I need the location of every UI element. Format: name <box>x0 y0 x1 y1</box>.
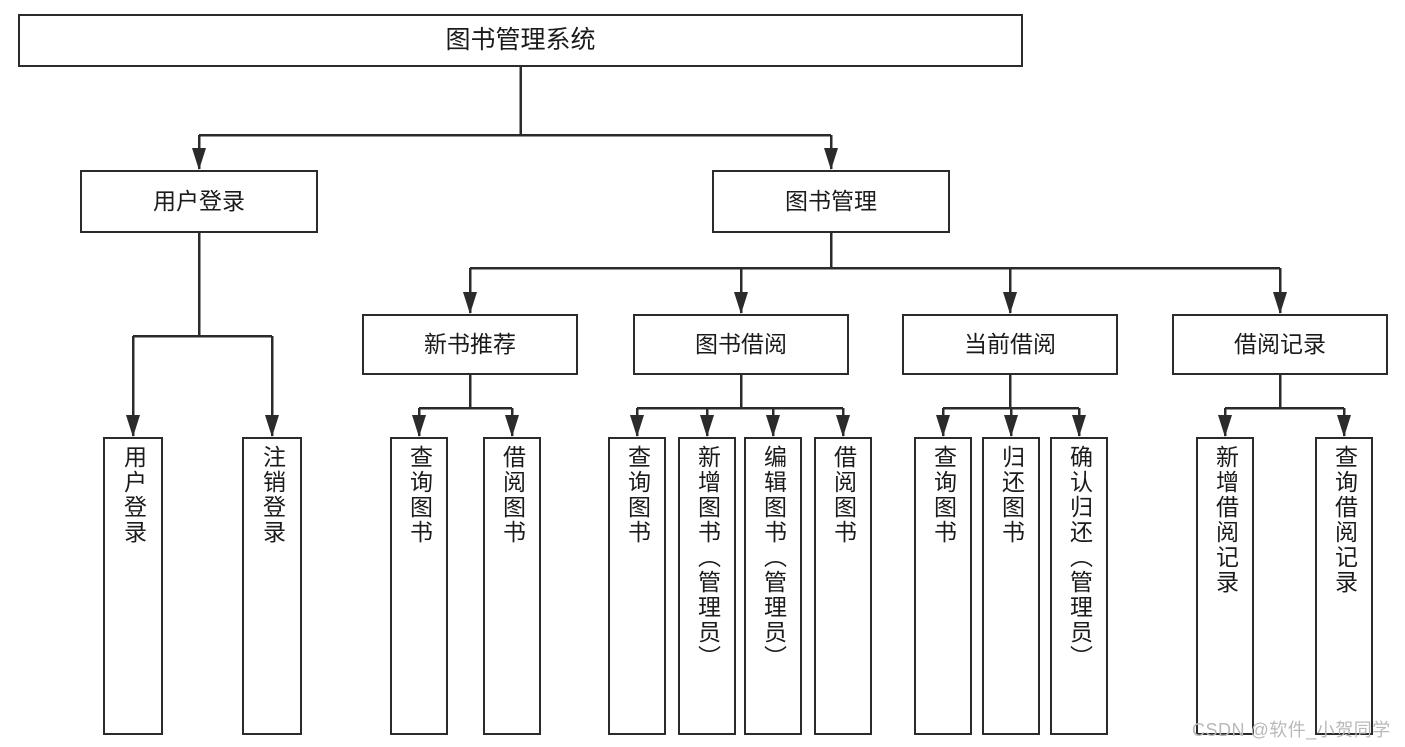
node-label: 借阅记录 <box>1234 330 1326 357</box>
node-l3-add-record[interactable]: 新增借阅记录 <box>1196 437 1254 735</box>
node-label: 图书借阅 <box>695 330 787 357</box>
node-l1-book-mgmt[interactable]: 图书管理 <box>712 170 950 233</box>
node-label: 查询图书 <box>624 445 651 545</box>
node-label: 新增借阅记录 <box>1212 445 1239 595</box>
node-label: 图书管理系统 <box>445 25 596 54</box>
node-label: 用户登录 <box>120 445 147 545</box>
node-l1-user-login[interactable]: 用户登录 <box>80 170 318 233</box>
node-label: 注销登录 <box>259 445 286 545</box>
node-l3-query-book-a[interactable]: 查询图书 <box>390 437 448 735</box>
node-l3-user-login-act[interactable]: 用户登录 <box>103 437 163 735</box>
node-label: 查询图书 <box>406 445 433 545</box>
node-label: 新增图书（管理员） <box>694 445 721 670</box>
node-label: 归还图书 <box>998 445 1025 545</box>
node-label: 借阅图书 <box>499 445 526 545</box>
node-label: 查询借阅记录 <box>1331 445 1358 595</box>
node-l3-query-book-c[interactable]: 查询图书 <box>914 437 972 735</box>
node-label: 图书管理 <box>785 187 877 214</box>
node-l3-add-book[interactable]: 新增图书（管理员） <box>678 437 736 735</box>
node-label: 确认归还（管理员） <box>1066 445 1093 670</box>
node-l3-return-book[interactable]: 归还图书 <box>982 437 1040 735</box>
node-l3-borrow-book-a[interactable]: 借阅图书 <box>483 437 541 735</box>
node-label: 用户登录 <box>153 187 245 214</box>
node-l2-book-borrow[interactable]: 图书借阅 <box>633 314 849 375</box>
csdn-watermark: CSDN @软件_小贺同学 <box>1192 720 1391 740</box>
node-l2-new-book-rec[interactable]: 新书推荐 <box>362 314 578 375</box>
node-l3-query-record[interactable]: 查询借阅记录 <box>1315 437 1373 735</box>
node-l2-borrow-record[interactable]: 借阅记录 <box>1172 314 1388 375</box>
node-root[interactable]: 图书管理系统 <box>18 14 1023 67</box>
node-l3-borrow-book-b[interactable]: 借阅图书 <box>814 437 872 735</box>
node-label: 查询图书 <box>930 445 957 545</box>
node-l3-edit-book[interactable]: 编辑图书（管理员） <box>744 437 802 735</box>
node-l2-current-borrow[interactable]: 当前借阅 <box>902 314 1118 375</box>
node-label: 新书推荐 <box>424 330 516 357</box>
node-l3-logout-act[interactable]: 注销登录 <box>242 437 302 735</box>
node-label: 编辑图书（管理员） <box>760 445 787 670</box>
node-label: 借阅图书 <box>830 445 857 545</box>
node-label: 当前借阅 <box>964 330 1056 357</box>
node-l3-query-book-b[interactable]: 查询图书 <box>608 437 666 735</box>
node-l3-confirm-return[interactable]: 确认归还（管理员） <box>1050 437 1108 735</box>
